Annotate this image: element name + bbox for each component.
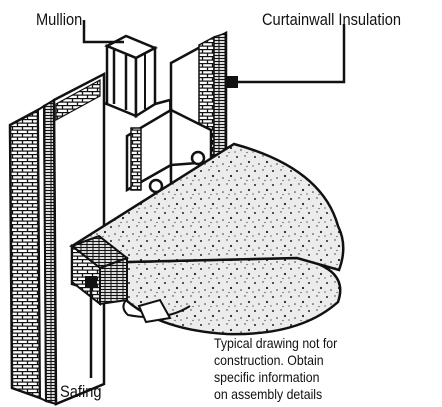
wall-edge [55,383,105,405]
note-line: on assembly details [214,386,323,402]
curtainwall-insulation-callout [226,24,346,88]
mullion-label: Mullion [36,10,83,29]
bolt-icon [190,150,206,166]
safing-block [69,234,130,307]
disclaimer-note: Typical drawing not for construction. Ob… [214,335,337,403]
note-line: construction. Obtain [214,352,324,368]
floor-slab [68,142,345,336]
curtainwall-insulation-label: Curtainwall Insulation [262,10,401,29]
note-line: Typical drawing not for [214,335,338,351]
safing-callout [85,276,97,378]
anchor-clip [125,107,213,194]
mullion-callout [82,20,124,44]
note-line: specific information [214,369,320,385]
safing-label: Safing [60,382,102,401]
